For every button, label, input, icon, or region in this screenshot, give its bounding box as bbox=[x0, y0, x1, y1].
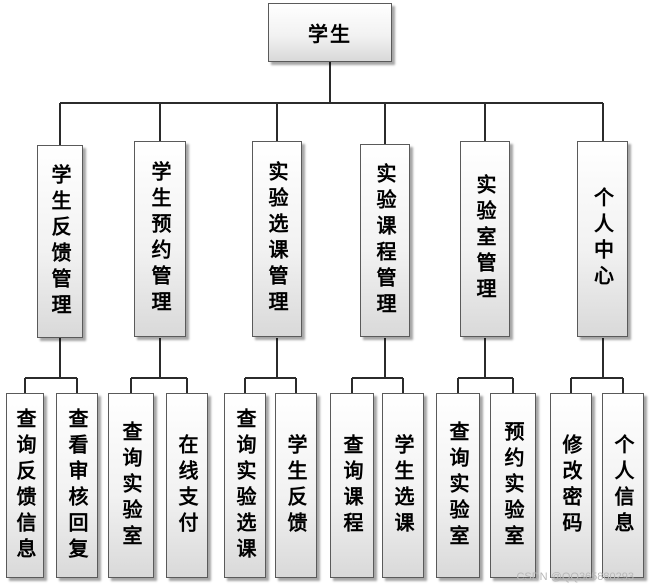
leaf-node: 查询实验选课 bbox=[224, 393, 266, 578]
module-label: 个人中心 bbox=[590, 187, 615, 291]
leaf-node: 个人信息 bbox=[602, 393, 644, 578]
leaf-node: 查询反馈信息 bbox=[6, 393, 44, 578]
leaf-label: 在线支付 bbox=[175, 433, 199, 538]
module-label: 学生预约管理 bbox=[148, 161, 172, 317]
module-node-reservation: 学生预约管理 bbox=[134, 141, 186, 337]
root-node-label: 学生 bbox=[308, 22, 352, 46]
leaf-label: 预约实验室 bbox=[501, 420, 525, 551]
leaf-node: 查询课程 bbox=[330, 393, 374, 578]
module-label: 实验选课管理 bbox=[265, 161, 289, 317]
leaf-node: 学生选课 bbox=[382, 393, 424, 578]
leaf-label: 个人信息 bbox=[611, 433, 635, 538]
leaf-node: 在线支付 bbox=[166, 393, 208, 578]
module-node-course-selection: 实验选课管理 bbox=[252, 141, 302, 337]
module-node-course: 实验课程管理 bbox=[360, 144, 410, 337]
module-node-lab: 实验室管理 bbox=[460, 141, 510, 337]
leaf-label: 学生选课 bbox=[391, 433, 415, 538]
root-node: 学生 bbox=[268, 3, 392, 62]
leaf-node: 学生反馈 bbox=[275, 393, 317, 578]
leaf-label: 查询实验室 bbox=[119, 420, 143, 551]
leaf-label: 查询实验室 bbox=[446, 420, 470, 551]
module-node-personal-center: 个人中心 bbox=[577, 141, 628, 337]
leaf-label: 查询实验选课 bbox=[233, 407, 257, 564]
leaf-label: 学生反馈 bbox=[284, 433, 308, 538]
module-label: 学生反馈管理 bbox=[48, 163, 72, 320]
leaf-label: 修改密码 bbox=[559, 433, 583, 538]
leaf-node: 修改密码 bbox=[550, 393, 592, 578]
leaf-node: 查看审核回复 bbox=[56, 393, 98, 578]
leaf-label: 查询课程 bbox=[340, 433, 364, 538]
leaf-node: 查询实验室 bbox=[108, 393, 154, 578]
module-label: 实验室管理 bbox=[473, 174, 497, 304]
module-label: 实验课程管理 bbox=[373, 162, 397, 319]
leaf-label: 查看审核回复 bbox=[65, 407, 89, 564]
module-node-feedback: 学生反馈管理 bbox=[37, 145, 83, 338]
leaf-label: 查询反馈信息 bbox=[13, 407, 37, 564]
watermark: CSDN @QQ365880293 bbox=[516, 571, 634, 583]
leaf-node: 预约实验室 bbox=[490, 393, 536, 578]
leaf-node: 查询实验室 bbox=[436, 393, 480, 578]
